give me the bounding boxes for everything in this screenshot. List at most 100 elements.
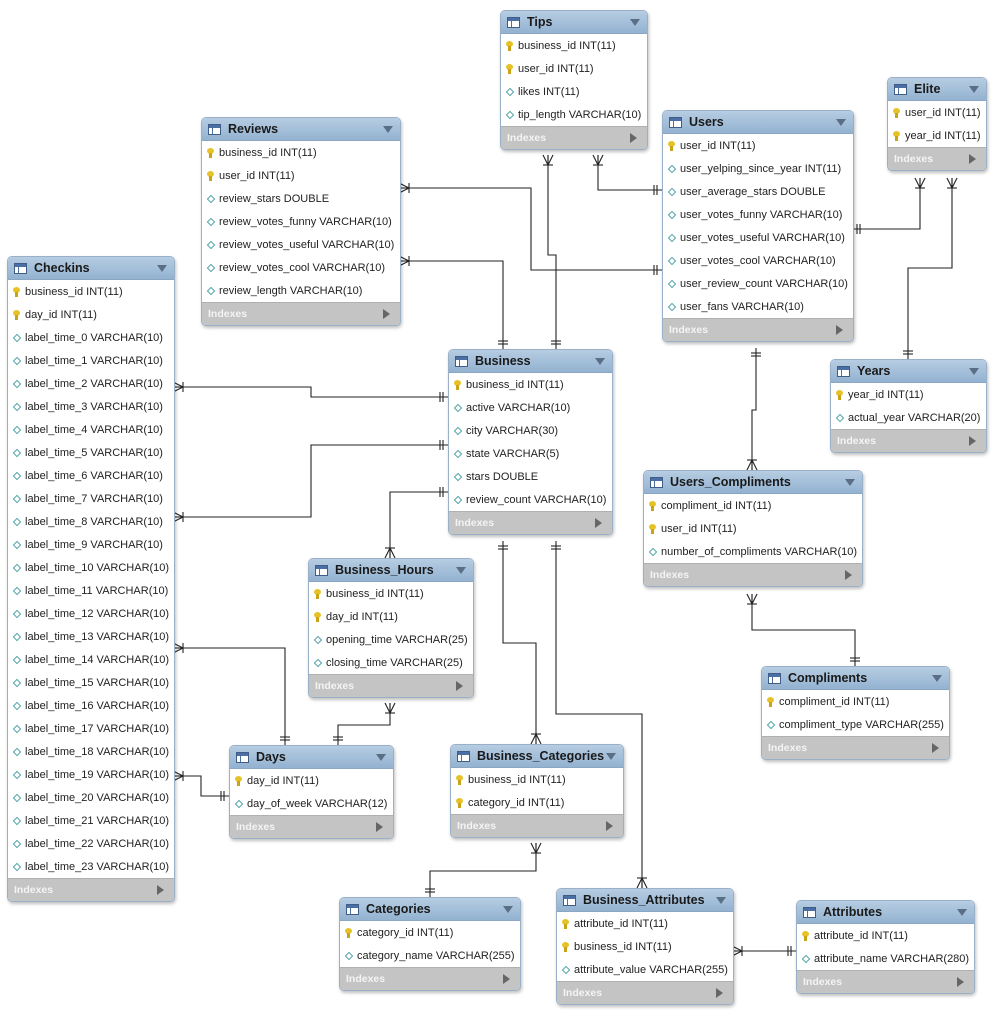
column-row[interactable]: city VARCHAR(30) xyxy=(449,419,612,442)
collapse-arrow-icon[interactable] xyxy=(969,85,979,93)
expand-arrow-icon[interactable] xyxy=(969,436,976,446)
column-row[interactable]: attribute_id INT(11) xyxy=(557,912,733,935)
expand-arrow-icon[interactable] xyxy=(157,885,164,895)
column-row[interactable]: label_time_2 VARCHAR(10) xyxy=(8,372,174,395)
column-row[interactable]: day_of_week VARCHAR(12) xyxy=(230,792,393,815)
column-row[interactable]: business_id INT(11) xyxy=(202,141,400,164)
column-row[interactable]: label_time_18 VARCHAR(10) xyxy=(8,740,174,763)
indexes-section[interactable]: Indexes xyxy=(340,967,520,990)
table-header[interactable]: Users_Compliments xyxy=(644,471,862,494)
table-header[interactable]: Business_Attributes xyxy=(557,889,733,912)
column-row[interactable]: likes INT(11) xyxy=(501,80,647,103)
column-row[interactable]: user_votes_cool VARCHAR(10) xyxy=(663,249,853,272)
indexes-section[interactable]: Indexes xyxy=(663,318,853,341)
collapse-arrow-icon[interactable] xyxy=(630,18,640,26)
column-row[interactable]: label_time_1 VARCHAR(10) xyxy=(8,349,174,372)
column-row[interactable]: review_length VARCHAR(10) xyxy=(202,279,400,302)
table-header[interactable]: Business_Categories xyxy=(451,745,623,768)
expand-arrow-icon[interactable] xyxy=(932,743,939,753)
expand-arrow-icon[interactable] xyxy=(969,154,976,164)
column-row[interactable]: compliment_id INT(11) xyxy=(644,494,862,517)
table-header[interactable]: Categories xyxy=(340,898,520,921)
table-header[interactable]: Compliments xyxy=(762,667,949,690)
column-row[interactable]: label_time_19 VARCHAR(10) xyxy=(8,763,174,786)
indexes-section[interactable]: Indexes xyxy=(557,981,733,1004)
column-row[interactable]: label_time_21 VARCHAR(10) xyxy=(8,809,174,832)
column-row[interactable]: business_id INT(11) xyxy=(451,768,623,791)
column-row[interactable]: number_of_compliments VARCHAR(10) xyxy=(644,540,862,563)
column-row[interactable]: day_id INT(11) xyxy=(230,769,393,792)
column-row[interactable]: compliment_id INT(11) xyxy=(762,690,949,713)
column-row[interactable]: label_time_8 VARCHAR(10) xyxy=(8,510,174,533)
column-row[interactable]: label_time_4 VARCHAR(10) xyxy=(8,418,174,441)
column-row[interactable]: label_time_9 VARCHAR(10) xyxy=(8,533,174,556)
table-header[interactable]: Tips xyxy=(501,11,647,34)
column-row[interactable]: user_id INT(11) xyxy=(888,101,986,124)
column-row[interactable]: user_id INT(11) xyxy=(501,57,647,80)
column-row[interactable]: label_time_13 VARCHAR(10) xyxy=(8,625,174,648)
table-header[interactable]: Business_Hours xyxy=(309,559,473,582)
collapse-arrow-icon[interactable] xyxy=(836,118,846,126)
column-row[interactable]: attribute_name VARCHAR(280) xyxy=(797,947,974,970)
column-row[interactable]: review_stars DOUBLE xyxy=(202,187,400,210)
collapse-arrow-icon[interactable] xyxy=(157,264,167,272)
indexes-section[interactable]: Indexes xyxy=(451,814,623,837)
expand-arrow-icon[interactable] xyxy=(376,822,383,832)
expand-arrow-icon[interactable] xyxy=(836,325,843,335)
collapse-arrow-icon[interactable] xyxy=(383,125,393,133)
column-row[interactable]: label_time_11 VARCHAR(10) xyxy=(8,579,174,602)
column-row[interactable]: label_time_23 VARCHAR(10) xyxy=(8,855,174,878)
column-row[interactable]: stars DOUBLE xyxy=(449,465,612,488)
indexes-section[interactable]: Indexes xyxy=(831,429,986,452)
column-row[interactable]: compliment_type VARCHAR(255) xyxy=(762,713,949,736)
column-row[interactable]: actual_year VARCHAR(20) xyxy=(831,406,986,429)
collapse-arrow-icon[interactable] xyxy=(376,753,386,761)
column-row[interactable]: label_time_22 VARCHAR(10) xyxy=(8,832,174,855)
expand-arrow-icon[interactable] xyxy=(630,133,637,143)
expand-arrow-icon[interactable] xyxy=(716,988,723,998)
expand-arrow-icon[interactable] xyxy=(845,570,852,580)
table-header[interactable]: Years xyxy=(831,360,986,383)
indexes-section[interactable]: Indexes xyxy=(888,147,986,170)
column-row[interactable]: year_id INT(11) xyxy=(888,124,986,147)
indexes-section[interactable]: Indexes xyxy=(230,815,393,838)
collapse-arrow-icon[interactable] xyxy=(957,908,967,916)
column-row[interactable]: user_review_count VARCHAR(10) xyxy=(663,272,853,295)
column-row[interactable]: user_average_stars DOUBLE xyxy=(663,180,853,203)
column-row[interactable]: business_id INT(11) xyxy=(309,582,473,605)
column-row[interactable]: user_votes_funny VARCHAR(10) xyxy=(663,203,853,226)
column-row[interactable]: label_time_6 VARCHAR(10) xyxy=(8,464,174,487)
collapse-arrow-icon[interactable] xyxy=(606,752,616,760)
column-row[interactable]: business_id INT(11) xyxy=(449,373,612,396)
table-header[interactable]: Users xyxy=(663,111,853,134)
column-row[interactable]: day_id INT(11) xyxy=(8,303,174,326)
collapse-arrow-icon[interactable] xyxy=(503,905,513,913)
column-row[interactable]: label_time_3 VARCHAR(10) xyxy=(8,395,174,418)
table-header[interactable]: Elite xyxy=(888,78,986,101)
column-row[interactable]: label_time_17 VARCHAR(10) xyxy=(8,717,174,740)
column-row[interactable]: user_id INT(11) xyxy=(644,517,862,540)
indexes-section[interactable]: Indexes xyxy=(762,736,949,759)
column-row[interactable]: label_time_14 VARCHAR(10) xyxy=(8,648,174,671)
table-header[interactable]: Checkins xyxy=(8,257,174,280)
indexes-section[interactable]: Indexes xyxy=(8,878,174,901)
indexes-section[interactable]: Indexes xyxy=(449,511,612,534)
column-row[interactable]: label_time_0 VARCHAR(10) xyxy=(8,326,174,349)
column-row[interactable]: user_fans VARCHAR(10) xyxy=(663,295,853,318)
expand-arrow-icon[interactable] xyxy=(503,974,510,984)
table-header[interactable]: Business xyxy=(449,350,612,373)
column-row[interactable]: user_id INT(11) xyxy=(663,134,853,157)
column-row[interactable]: label_time_20 VARCHAR(10) xyxy=(8,786,174,809)
column-row[interactable]: user_yelping_since_year INT(11) xyxy=(663,157,853,180)
indexes-section[interactable]: Indexes xyxy=(202,302,400,325)
indexes-section[interactable]: Indexes xyxy=(644,563,862,586)
column-row[interactable]: user_id INT(11) xyxy=(202,164,400,187)
